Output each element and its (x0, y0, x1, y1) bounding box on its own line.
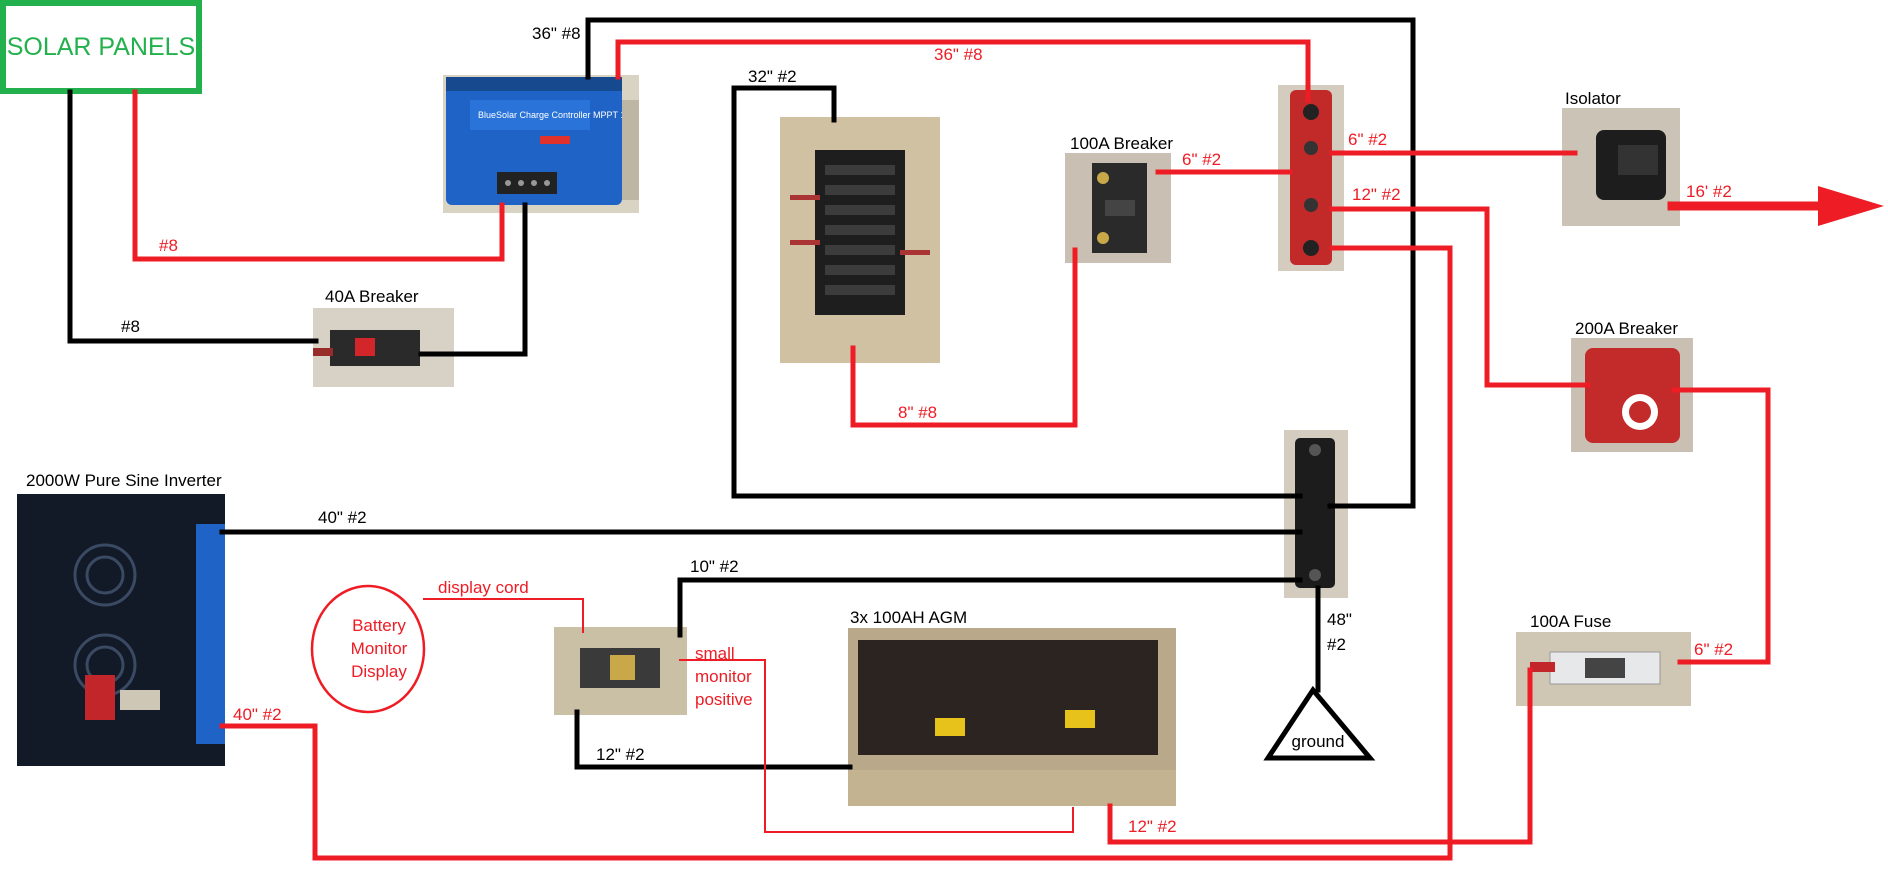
fuse-100a-photo (1516, 632, 1691, 706)
ground-symbol (1263, 685, 1376, 761)
breaker-40a-photo (313, 308, 454, 387)
wire-breaker40-to-cc (418, 202, 528, 357)
fuse-100a-label: 100A Fuse (1530, 612, 1611, 631)
isolator-label: Isolator (1565, 89, 1621, 108)
label-isolator-out: 16' #2 (1686, 182, 1732, 201)
breaker-200a-photo (1571, 338, 1693, 452)
isolator-output-arrow (1818, 186, 1884, 226)
wire-fuse-block-neg (731, 85, 1303, 499)
wire-cc-neg-to-bus (585, 17, 1416, 509)
wire-pv-negative (67, 89, 319, 344)
wire-pv-positive (132, 89, 505, 262)
wire-display-cord (423, 598, 584, 633)
solar-panels-label: SOLAR PANELS (7, 33, 196, 61)
solar-panels-box: SOLAR PANELS (0, 0, 202, 94)
label-bus-to-200a: 12" #2 (1352, 185, 1401, 204)
inverter-label: 2000W Pure Sine Inverter (26, 471, 222, 490)
label-battery-neg: 12" #2 (596, 745, 645, 764)
label-display-cord: display cord (438, 578, 529, 597)
wire-bus-to-200a (1329, 206, 1591, 388)
batteries-label: 3x 100AH AGM (850, 608, 967, 627)
label-ground-wire-2: #2 (1327, 635, 1346, 654)
label-monitor-positive-3: positive (695, 690, 753, 709)
label-shunt-neg: 10" #2 (690, 557, 739, 576)
wire-shunt-to-battery-neg (574, 709, 853, 770)
label-ground-wire-1: 48" (1327, 610, 1352, 629)
charge-controller-photo: BlueSolar Charge Controller MPPT 150|60 (443, 75, 648, 213)
batteries-photo (848, 628, 1176, 806)
label-cc-pos: 36" #8 (934, 45, 983, 64)
label-pv-pos: #8 (159, 236, 178, 255)
battery-monitor-line3: Display (351, 662, 407, 681)
label-breaker100-to-bus: 6" #2 (1182, 150, 1221, 169)
wire-shunt-to-neg-bus (677, 577, 1303, 638)
label-fuse-to-200a: 6" #2 (1694, 640, 1733, 659)
negative-busbar-photo (1284, 430, 1348, 598)
label-pv-neg: #8 (121, 317, 140, 336)
breaker-40a-label: 40A Breaker (325, 287, 419, 306)
ground-label: ground (1292, 732, 1345, 751)
wire-200a-to-fuse (1671, 387, 1771, 665)
wire-bus-to-battery-pos-loop (219, 245, 1453, 861)
label-bus-to-isolator: 6" #2 (1348, 130, 1387, 149)
isolator-photo (1562, 108, 1680, 226)
battery-monitor-line2: Monitor (351, 639, 408, 658)
breaker-100a-label: 100A Breaker (1070, 134, 1173, 153)
wire-fuse-to-battery-pos (1107, 667, 1533, 845)
label-inverter-pos: 40" #2 (233, 705, 282, 724)
wire-cc-pos-to-bus (615, 39, 1311, 103)
label-battery-pos: 12" #2 (1128, 817, 1177, 836)
wire-fuse-block-pos (850, 247, 1078, 428)
breaker-200a-label: 200A Breaker (1575, 319, 1678, 338)
shunt-photo (554, 627, 687, 715)
label-inverter-neg: 40" #2 (318, 508, 367, 527)
charge-controller-text: BlueSolar Charge Controller MPPT 150|60 (478, 110, 648, 120)
battery-monitor-line1: Battery (352, 616, 406, 635)
breaker-100a-photo (1065, 153, 1171, 263)
label-monitor-positive-1: small (695, 644, 735, 663)
label-fuse-block-neg: 32" #2 (748, 67, 797, 86)
positive-busbar-photo (1278, 85, 1344, 271)
label-monitor-positive-2: monitor (695, 667, 752, 686)
battery-monitor-display (310, 584, 426, 714)
inverter-photo (17, 494, 225, 766)
label-fuse-block-pos: 8" #8 (898, 403, 937, 422)
wire-monitor-positive (679, 659, 1074, 833)
fuse-block-photo (780, 117, 940, 363)
label-cc-neg: 36" #8 (532, 24, 581, 43)
